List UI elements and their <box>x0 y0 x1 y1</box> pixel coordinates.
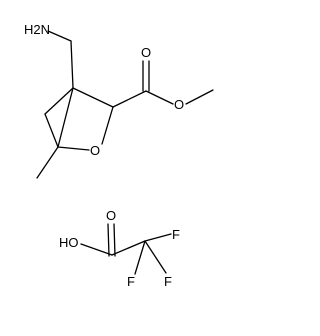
chemical-structure-drawing: H2N O O O O HO F F F <box>24 22 214 289</box>
bond-c-f-top <box>144 233 172 242</box>
bond-carbonyl-ether-o <box>145 90 174 105</box>
amine-label: H2N <box>24 22 50 37</box>
structure-canvas: H2N O O O O HO F F F <box>24 22 214 289</box>
acid-hydroxyl-label: HO <box>59 235 79 250</box>
bond-ch2-left-c4 <box>44 113 59 148</box>
bicyclic-ester-molecule <box>36 30 214 179</box>
trifluoroacetic-acid-molecule <box>80 223 172 275</box>
bond-carboxyl-o-double-b <box>113 223 116 257</box>
fluorine-top-label: F <box>172 227 180 242</box>
bond-c1-ch2-left <box>44 87 74 115</box>
bond-ho-carboxyl-c <box>80 243 113 256</box>
ester-ether-oxygen-label: O <box>174 97 184 112</box>
bond-c-f-right <box>144 240 167 274</box>
bond-c-f-left <box>134 240 146 275</box>
ester-carbonyl-oxygen-label: O <box>141 45 151 60</box>
bond-c3-carbonyl <box>112 90 147 108</box>
bond-c4-methyl <box>36 146 59 179</box>
bond-carboxyl-cf3 <box>111 240 146 256</box>
fluorine-right-label: F <box>164 274 172 289</box>
fluorine-left-label: F <box>127 274 135 289</box>
bond-c1-c3 <box>72 87 114 108</box>
acid-carbonyl-oxygen-label: O <box>106 208 116 223</box>
ring-oxygen-label: O <box>90 143 100 158</box>
bond-c4-o-ring <box>57 146 90 151</box>
bond-c1-bridge <box>57 87 74 148</box>
bond-o-ring-c3 <box>101 106 114 145</box>
bond-carboxyl-o-double-a <box>107 223 110 257</box>
bond-ether-o-methyl <box>185 89 214 105</box>
bond-n-ch2 <box>47 30 72 42</box>
bond-ch2-c1 <box>70 40 74 89</box>
atom-labels: H2N O O O O HO F F F <box>24 22 184 289</box>
